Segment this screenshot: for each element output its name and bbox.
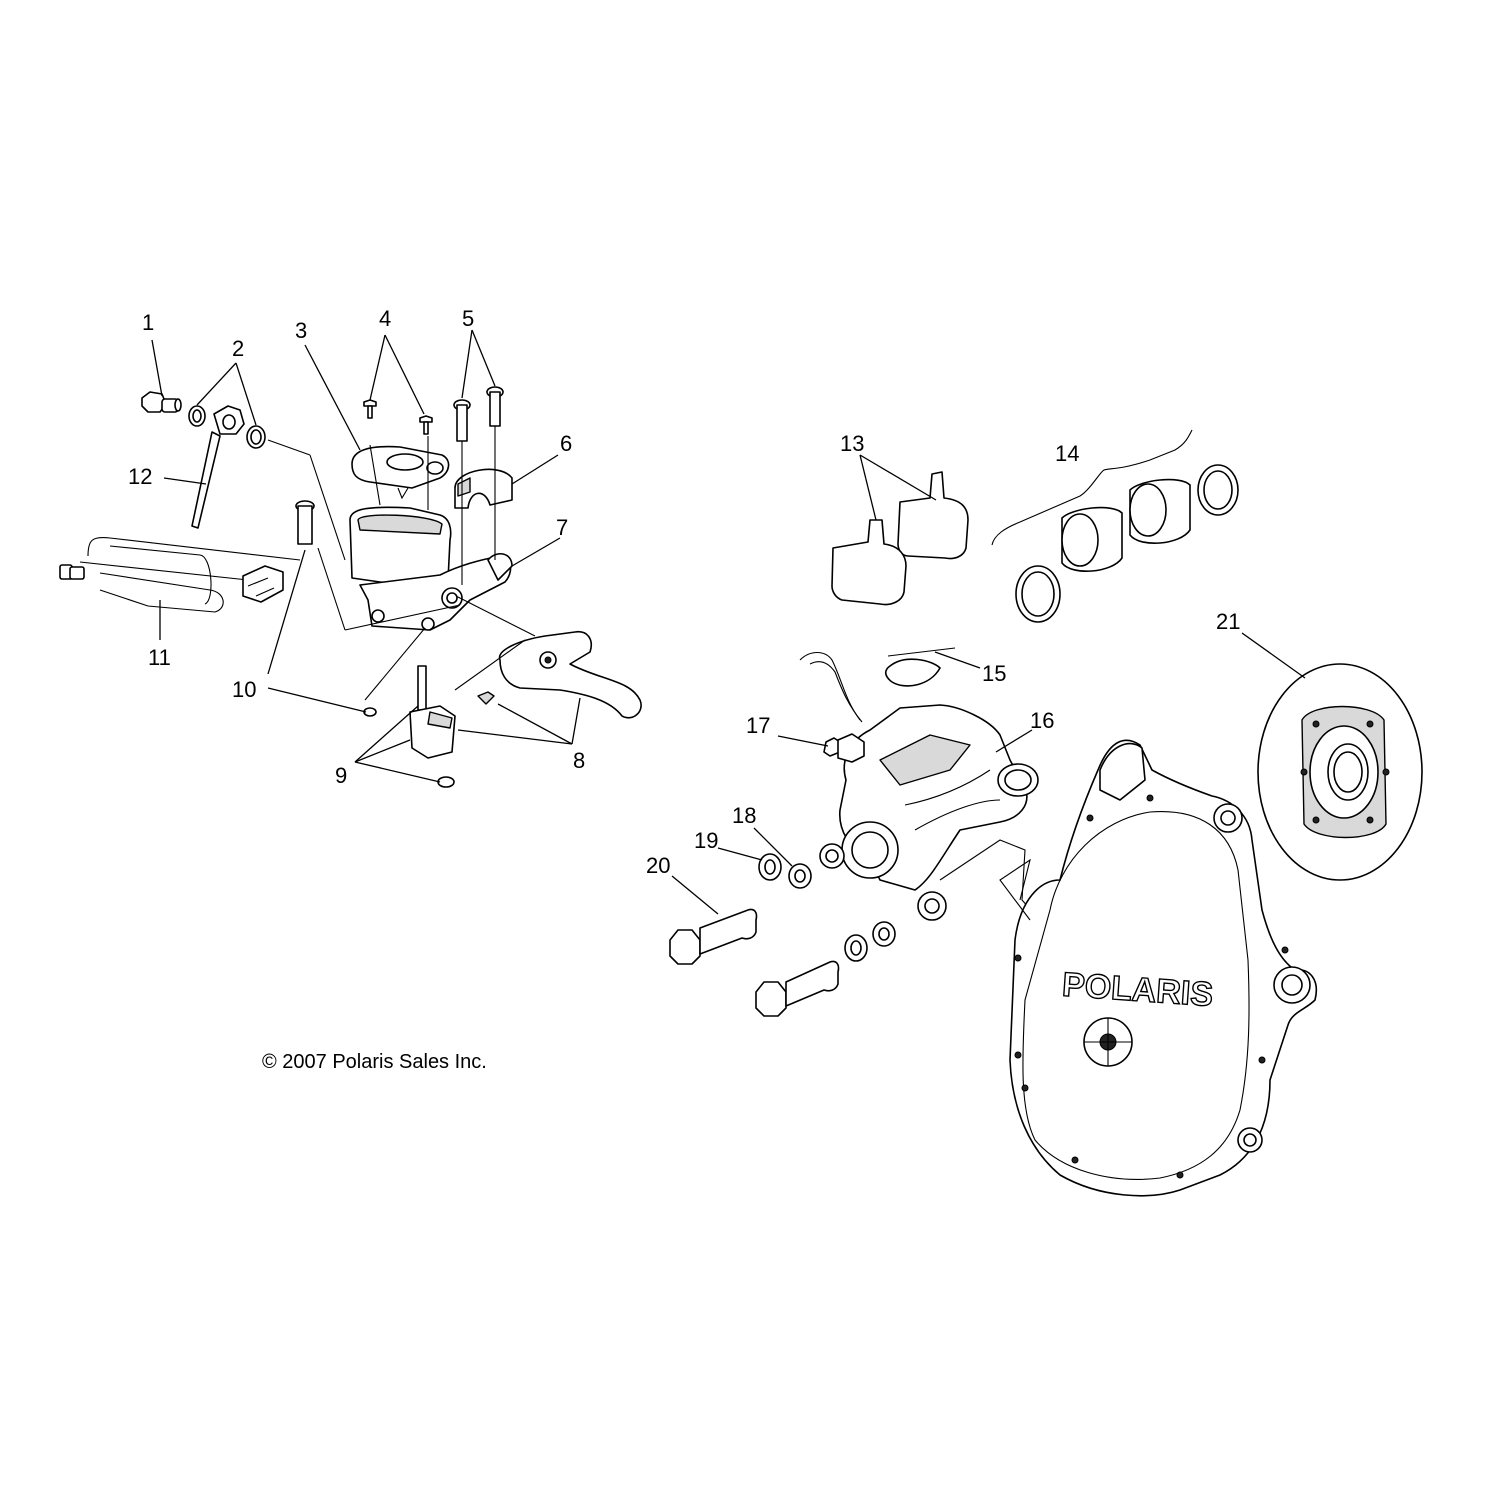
part-6-handlebar-clamp-upper	[454, 468, 513, 509]
copyright-notice: © 2007 Polaris Sales Inc.	[262, 1051, 487, 1073]
master-cylinder-body	[349, 506, 513, 631]
leader-lines-left	[151, 329, 581, 783]
part-18-washers	[788, 863, 896, 947]
callout-4: 4	[379, 306, 391, 331]
callout-3: 3	[295, 318, 307, 343]
callout-9: 9	[335, 763, 347, 788]
part-19-lock-washers	[758, 853, 868, 962]
part-13-brake-pads	[831, 471, 969, 606]
part-17-bleeder-valve	[823, 733, 865, 763]
part-14-caliper-pistons	[991, 429, 1239, 623]
part-11-brake-switch	[59, 536, 301, 613]
callout-6: 6	[560, 431, 572, 456]
callout-5: 5	[462, 306, 474, 331]
part-3-reservoir-cap	[351, 445, 450, 500]
callout-12: 12	[128, 464, 152, 489]
part-20-caliper-bolts	[669, 908, 840, 1017]
part-1-banjo-bolt	[141, 391, 182, 413]
gearcase-cover: POLARIS	[999, 739, 1317, 1197]
part-8-brake-lever	[477, 630, 642, 719]
callout-numbers: 1 2 3 4 5 6 7 8 9 10 11 12 13 14 15 16 1…	[128, 306, 1240, 878]
part-9-lever-pivot	[409, 665, 456, 788]
callout-17: 17	[746, 713, 770, 738]
callout-1: 1	[142, 310, 154, 335]
callout-18: 18	[732, 803, 756, 828]
callout-10: 10	[232, 677, 256, 702]
callout-13: 13	[840, 431, 864, 456]
callout-16: 16	[1030, 708, 1054, 733]
callout-2: 2	[232, 336, 244, 361]
callout-15: 15	[982, 661, 1006, 686]
callout-20: 20	[646, 853, 670, 878]
part-4-cap-screws	[363, 399, 433, 435]
part-16-brake-caliper	[799, 651, 1041, 921]
callout-7: 7	[556, 515, 568, 540]
part-5-clamp-bolts	[453, 386, 504, 442]
part-21-brake-disc	[1257, 663, 1423, 881]
part-2-sealing-washers	[188, 405, 266, 449]
leader-lines-right	[671, 454, 1306, 915]
part-12-brake-line	[191, 405, 245, 529]
callout-8: 8	[573, 748, 585, 773]
part-15-retaining-clip	[884, 647, 956, 687]
part-10-pivot-pin	[295, 500, 377, 717]
callout-19: 19	[694, 828, 718, 853]
callout-21: 21	[1216, 609, 1240, 634]
callout-11: 11	[148, 645, 171, 670]
callout-14: 14	[1055, 441, 1079, 466]
